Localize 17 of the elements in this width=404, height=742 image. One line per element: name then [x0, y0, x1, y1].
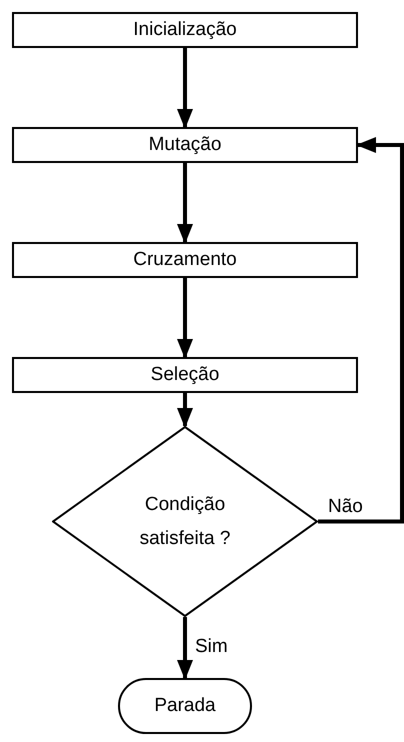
arrow: [177, 48, 193, 129]
node-text: Condição satisfeita ?: [139, 493, 231, 550]
node-text: Parada: [154, 694, 216, 718]
arrow: [177, 393, 193, 428]
process-box: [12, 12, 358, 48]
node-text: Cruzamento: [133, 248, 237, 272]
arrow: [177, 617, 193, 680]
node-text: Seleção: [150, 363, 220, 388]
node-text: Mutação: [148, 133, 222, 158]
process-box: [12, 127, 358, 163]
arrow: [177, 278, 193, 359]
decision-diamond: [52, 426, 318, 617]
node-text: Inicialização: [133, 18, 237, 42]
arrow: [318, 137, 404, 524]
arrow: [177, 163, 193, 244]
process-box: [12, 242, 358, 278]
process-box: [12, 357, 358, 393]
